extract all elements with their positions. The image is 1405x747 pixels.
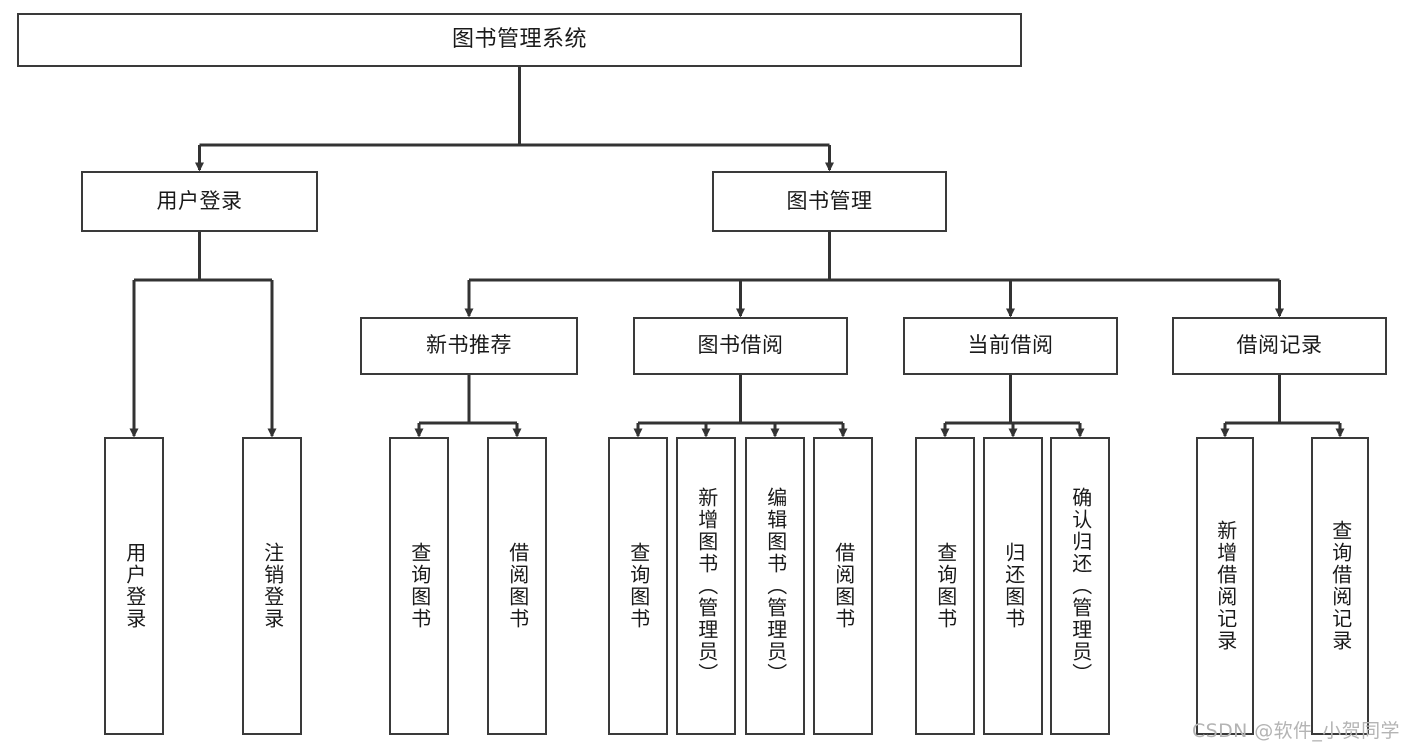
node-leaf-query-book-borrow[interactable]: 查询图书 xyxy=(608,437,668,735)
node-label-leaf-query-record: 查询借阅记录 xyxy=(1328,520,1353,652)
node-user-login[interactable]: 用户登录 xyxy=(81,171,318,232)
edge-group xyxy=(129,67,1345,438)
node-leaf-confirm-return[interactable]: 确认归还（管理员） xyxy=(1050,437,1110,735)
node-book-borrow[interactable]: 图书借阅 xyxy=(633,317,848,375)
node-leaf-add-record[interactable]: 新增借阅记录 xyxy=(1196,437,1254,735)
node-label-leaf-query-book-borrow: 查询图书 xyxy=(626,542,651,630)
node-label-leaf-user-login: 用户登录 xyxy=(122,542,147,630)
node-label-leaf-return-book: 归还图书 xyxy=(1001,542,1026,630)
node-label-leaf-add-record: 新增借阅记录 xyxy=(1213,520,1238,652)
node-current-borrow[interactable]: 当前借阅 xyxy=(903,317,1118,375)
node-label-leaf-logout: 注销登录 xyxy=(260,542,285,630)
node-label-leaf-query-book-rec: 查询图书 xyxy=(407,542,432,630)
node-label-leaf-borrow-book: 借阅图书 xyxy=(831,542,856,630)
node-leaf-borrow-book-rec[interactable]: 借阅图书 xyxy=(487,437,547,735)
node-label-current-borrow: 当前借阅 xyxy=(967,333,1054,358)
node-leaf-query-book-current[interactable]: 查询图书 xyxy=(915,437,975,735)
node-borrow-records[interactable]: 借阅记录 xyxy=(1172,317,1387,375)
node-leaf-borrow-book[interactable]: 借阅图书 xyxy=(813,437,873,735)
node-label-borrow-records: 借阅记录 xyxy=(1236,333,1323,358)
node-book-management[interactable]: 图书管理 xyxy=(712,171,947,232)
node-new-book-recommend[interactable]: 新书推荐 xyxy=(360,317,578,375)
node-label-root: 图书管理系统 xyxy=(451,26,587,52)
node-label-leaf-confirm-return: 确认归还（管理员） xyxy=(1068,487,1093,685)
node-root[interactable]: 图书管理系统 xyxy=(17,13,1022,67)
node-label-leaf-borrow-book-rec: 借阅图书 xyxy=(505,542,530,630)
node-leaf-add-book[interactable]: 新增图书（管理员） xyxy=(676,437,736,735)
node-leaf-logout[interactable]: 注销登录 xyxy=(242,437,302,735)
node-leaf-query-record[interactable]: 查询借阅记录 xyxy=(1311,437,1369,735)
node-leaf-return-book[interactable]: 归还图书 xyxy=(983,437,1043,735)
node-label-new-book-recommend: 新书推荐 xyxy=(426,333,512,358)
node-label-leaf-query-book-current: 查询图书 xyxy=(933,542,958,630)
node-leaf-user-login[interactable]: 用户登录 xyxy=(104,437,164,735)
node-label-book-management: 图书管理 xyxy=(786,188,873,213)
watermark-text: CSDN @软件_小贺同学 xyxy=(1192,720,1400,742)
node-leaf-edit-book[interactable]: 编辑图书（管理员） xyxy=(745,437,805,735)
node-label-leaf-add-book: 新增图书（管理员） xyxy=(694,487,719,685)
node-leaf-query-book-rec[interactable]: 查询图书 xyxy=(389,437,449,735)
node-label-leaf-edit-book: 编辑图书（管理员） xyxy=(763,487,788,685)
node-label-book-borrow: 图书借阅 xyxy=(697,333,784,358)
node-label-user-login: 用户登录 xyxy=(156,188,243,213)
